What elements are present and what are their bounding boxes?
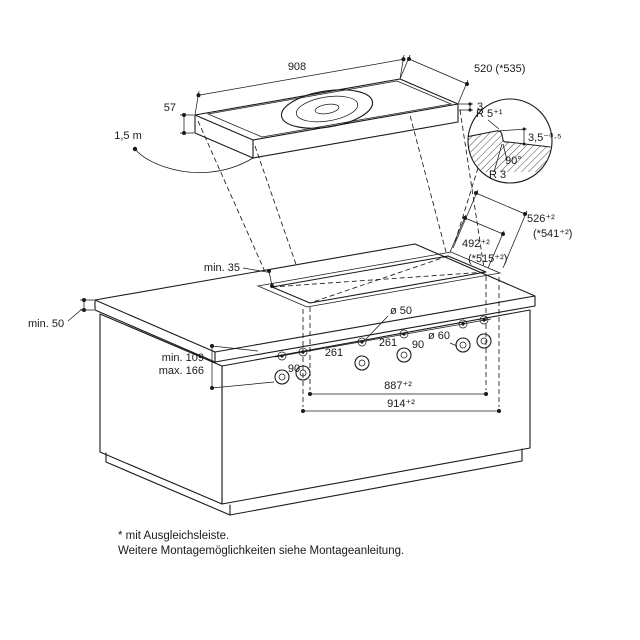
footnote-line2: Weitere Montagemöglichkeiten siehe Monta…: [118, 545, 404, 557]
cabinet-plinth: [105, 448, 523, 516]
footnote: * mit Ausgleichsleiste. Weitere Montagem…: [118, 530, 404, 557]
knob-holes: [277, 315, 489, 361]
dim-261-left-label: 261: [325, 347, 343, 359]
detail-r5-label: R 5⁺¹: [476, 108, 503, 120]
dim-261-right-label: 261: [379, 337, 397, 349]
detail-90deg-label: 90°: [505, 155, 522, 167]
cutout-width-dimensions: 887⁺² 914⁺²: [301, 276, 501, 413]
dim-887-label: 887⁺²: [384, 380, 412, 392]
dim-520-label: 520 (*535): [474, 63, 525, 75]
dia-50-label: ø 50: [390, 305, 412, 317]
dim-914-label: 914⁺²: [387, 398, 415, 410]
profile-hatch: [468, 130, 552, 172]
footnote-line1: * mit Ausgleichsleiste.: [118, 530, 229, 542]
min-35-label: min. 35: [204, 262, 240, 274]
cabinet-view: [94, 243, 536, 516]
cable-length-label: 1,5 m: [114, 130, 142, 142]
dia-60-label: ø 60: [428, 330, 450, 342]
detail-r3-label: R 3: [489, 169, 506, 181]
cooktop-view: [194, 78, 459, 159]
dim-90-left-label: 90: [288, 363, 300, 375]
detail-circle: R 5⁺¹ 3,5⁻⁰·⁵ 90° R 3: [454, 98, 562, 243]
min-109-label: min. 109: [162, 352, 204, 364]
detail-35-label: 3,5⁻⁰·⁵: [528, 132, 562, 144]
cooktop-body: [194, 103, 459, 159]
max-166-label: max. 166: [159, 365, 204, 377]
dim-526-label: 526⁺²: [527, 213, 555, 225]
cutout-depth-dimensions: 492⁺² (*515⁺²) 526⁺² (*541⁺²): [449, 189, 572, 269]
min-50-label: min. 50: [28, 318, 64, 330]
dim-908-label: 908: [288, 61, 306, 73]
dim-57-label: 57: [164, 102, 176, 114]
cooktop-dimensions: 908 520 (*535) 57 3 1,5 m: [114, 54, 525, 173]
recess-outline: [256, 251, 502, 308]
dim-90-right-label: 90: [412, 339, 424, 351]
cutout-outline: [271, 255, 487, 304]
dim-3-label: 3: [477, 101, 483, 113]
control-panel: 90 261 261 90 ø 50 ø 60: [274, 305, 492, 385]
cabinet-side: [99, 313, 223, 505]
clearance-dimensions: min. 35 min. 50 min. 109 max. 166: [28, 262, 275, 390]
dim-541-label: (*541⁺²): [533, 228, 572, 240]
mains-cable: [134, 148, 254, 173]
dim-515-label: (*515⁺²): [468, 253, 507, 265]
wok-burner-outer: [280, 89, 374, 129]
dim-492-label: 492⁺²: [462, 238, 490, 250]
